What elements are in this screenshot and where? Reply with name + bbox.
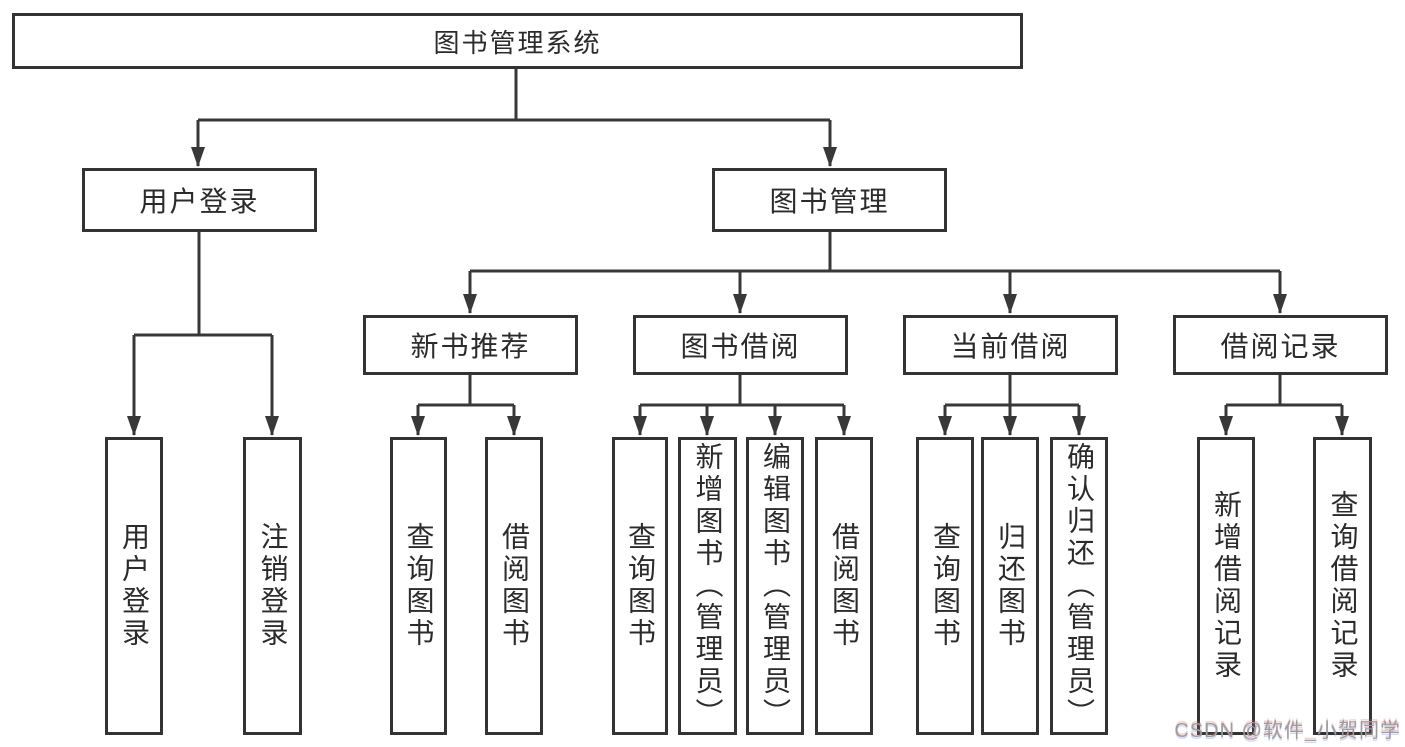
leaf-query-books-current: 查询图书 [916,437,974,735]
leaf-add-books-admin: 新增图书（管理员） [678,437,737,735]
watermark: CSDN @软件_小贺同学 [1174,720,1401,742]
leaf-user-login: 用户登录 [105,437,163,735]
leaf-return-books: 归还图书 [981,437,1039,735]
connector-rails [134,69,1342,407]
leaf-borrow-books-borrowing: 借阅图书 [815,437,873,735]
leaf-add-borrow-record: 新增借阅记录 [1197,437,1255,735]
node-book-management: 图书管理 [712,168,947,232]
leaf-query-borrow-record: 查询借阅记录 [1313,437,1372,735]
leaf-confirm-return-admin: 确认归还（管理员） [1050,437,1108,735]
leaf-logout: 注销登录 [243,437,302,735]
node-user-login: 用户登录 [82,168,317,232]
leaf-edit-books-admin: 编辑图书（管理员） [746,437,804,735]
node-root: 图书管理系统 [12,13,1023,69]
leaf-query-books-recommend: 查询图书 [390,437,447,735]
leaf-query-books-borrowing: 查询图书 [612,437,668,735]
node-new-book-recommend: 新书推荐 [363,315,578,375]
node-current-borrowing: 当前借阅 [903,315,1118,375]
node-borrowing-records: 借阅记录 [1173,315,1388,375]
leaf-borrow-books-recommend: 借阅图书 [485,437,543,735]
node-book-borrowing: 图书借阅 [633,315,848,375]
